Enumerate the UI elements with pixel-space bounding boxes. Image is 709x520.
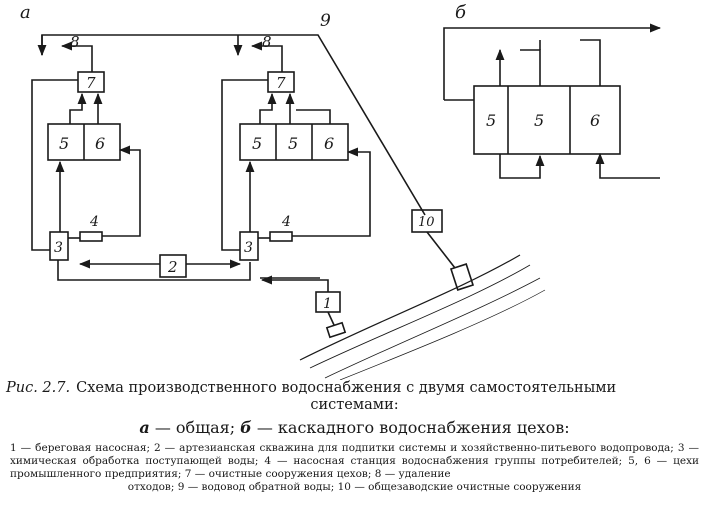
label-10: 10	[418, 215, 435, 230]
sub-a-text: — общая;	[149, 418, 241, 437]
label-1: 1	[323, 296, 332, 312]
block-3-right	[239, 231, 259, 261]
panel-a-label: а	[20, 2, 31, 23]
block-5-5-6-b	[473, 85, 621, 155]
sub-b-letter: б	[240, 418, 252, 437]
return-water-line	[41, 34, 426, 216]
figure-caption: Рис. 2.7. Схема производственного водосна…	[6, 380, 703, 494]
block-2	[159, 254, 187, 278]
sub-a-letter: а	[139, 418, 150, 437]
label-2: 2	[167, 258, 178, 276]
block-5-5-6	[239, 123, 349, 161]
caption-title-line2: системами:	[310, 397, 399, 413]
label-5a-right: 5	[252, 134, 262, 153]
panel-b-label: б	[455, 2, 467, 23]
label-7-left: 7	[86, 74, 96, 92]
block-3-left	[49, 231, 69, 261]
block-4-left	[79, 231, 103, 242]
block-4-right	[269, 231, 293, 242]
caption-prefix: Рис. 2.7.	[6, 380, 71, 396]
label-4-left: 4	[89, 214, 99, 230]
label-8-right: 8	[262, 33, 272, 51]
label-5-left: 5	[59, 134, 69, 153]
intake-left	[325, 321, 347, 339]
label-3-left: 3	[54, 240, 63, 256]
label-9: 9	[320, 11, 331, 31]
caption-title-part1: Схема производственного водоснабжения с …	[76, 380, 617, 396]
label-6-b: 6	[590, 111, 600, 130]
label-5b-right: 5	[288, 134, 298, 153]
block-7-left	[77, 71, 105, 93]
legend-text: 1 — береговая насосная; 2 — артезианская…	[10, 442, 699, 480]
label-8-left: 8	[70, 33, 80, 51]
label-7-right: 7	[276, 74, 286, 92]
block-7-right	[267, 71, 295, 93]
caption-title-line1: Рис. 2.7. Схема производственного водосна…	[6, 380, 703, 397]
label-5a-b: 5	[486, 111, 496, 130]
label-3-right: 3	[244, 240, 253, 256]
outfall	[449, 263, 475, 291]
label-5b-b: 5	[534, 111, 544, 130]
label-4-right: 4	[281, 214, 291, 230]
water-supply-diagram: а б 7 8 5 6 3 4 7 8 5 5 6 3 4 2 1 10 9 5…	[20, 2, 662, 380]
legend-text-last: отходов; 9 — водовод обратной воды; 10 —…	[127, 481, 582, 493]
caption-subtitle: а — общая; б — каскадного водоснабжения …	[6, 418, 703, 438]
label-6-right: 6	[324, 134, 334, 153]
label-6-left: 6	[95, 134, 105, 153]
sub-b-text: — каскадного водоснабжения цехов:	[251, 418, 570, 437]
